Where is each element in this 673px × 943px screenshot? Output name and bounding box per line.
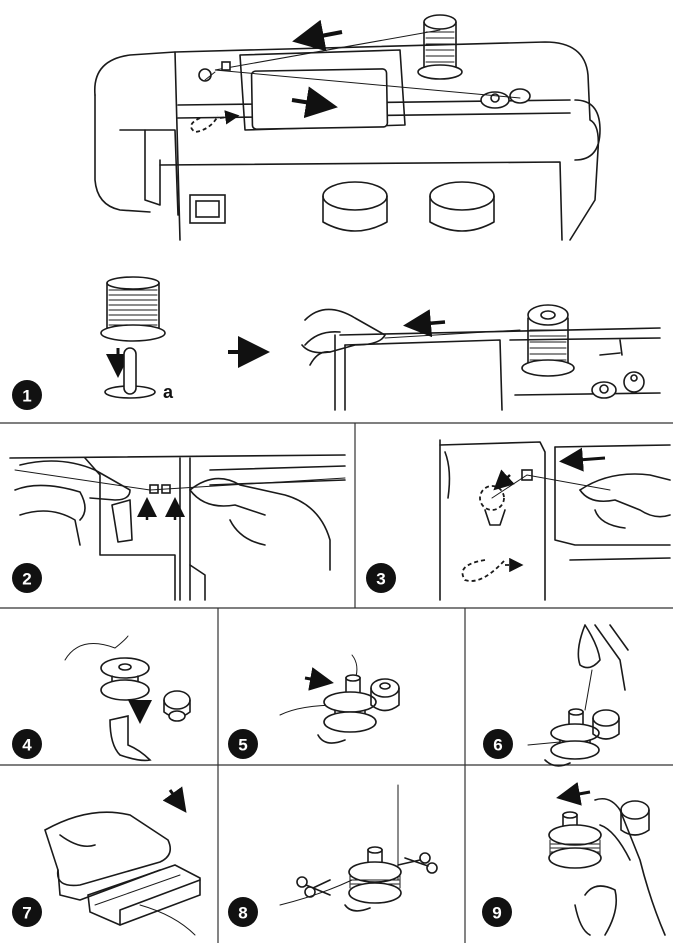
hand-icon bbox=[574, 797, 666, 936]
step-1-panel: a bbox=[100, 276, 661, 411]
foot-pedal-icon bbox=[87, 864, 201, 936]
step-badge: 5 bbox=[228, 729, 258, 759]
step-6-panel bbox=[527, 624, 629, 767]
svg-text:5: 5 bbox=[238, 736, 247, 755]
direction-arrow-icon bbox=[559, 447, 606, 472]
svg-text:1: 1 bbox=[22, 387, 31, 406]
bobbin-icon bbox=[317, 674, 377, 744]
direction-arrow-icon bbox=[493, 469, 515, 491]
svg-text:6: 6 bbox=[493, 736, 502, 755]
shoe bbox=[44, 811, 171, 901]
svg-text:8: 8 bbox=[238, 904, 247, 923]
step-3-panel bbox=[439, 439, 671, 601]
thread-spool-icon bbox=[417, 14, 463, 80]
bobbin-winder-icon bbox=[592, 709, 620, 740]
bobbin-icon bbox=[100, 657, 150, 701]
bobbin-icon bbox=[548, 811, 602, 869]
thread-tension-disc bbox=[479, 485, 506, 526]
direction-arrow-icon bbox=[556, 782, 591, 806]
hand-icon bbox=[301, 308, 386, 366]
step-badge: 2 bbox=[12, 563, 42, 593]
svg-text:2: 2 bbox=[22, 570, 31, 589]
bobbin-icon bbox=[544, 708, 600, 767]
bobbin-icon bbox=[344, 846, 402, 912]
spool-pin-label: a bbox=[163, 382, 174, 402]
step-badge: 7 bbox=[12, 897, 42, 927]
step-badge: 9 bbox=[482, 897, 512, 927]
dial-knob-left bbox=[322, 181, 388, 232]
hand-icon bbox=[579, 473, 671, 529]
thread-spool-icon bbox=[521, 304, 575, 377]
step-badge: 4 bbox=[12, 729, 42, 759]
bobbin-winder-icon bbox=[370, 678, 400, 712]
bobbin-winder-icon bbox=[620, 800, 650, 836]
hand-icon bbox=[189, 477, 331, 571]
svg-text:3: 3 bbox=[376, 570, 385, 589]
dial-knob-right bbox=[429, 181, 495, 232]
bobbin-winder-icon bbox=[591, 371, 645, 399]
svg-text:9: 9 bbox=[492, 904, 501, 923]
thread-spool-icon bbox=[100, 276, 166, 342]
step-7-panel bbox=[44, 786, 201, 936]
step-badge: 8 bbox=[228, 897, 258, 927]
spool-pin-icon bbox=[104, 347, 156, 399]
step-badge: 6 bbox=[483, 729, 513, 759]
scissors-icon bbox=[296, 876, 331, 898]
direction-arrow-icon bbox=[291, 86, 338, 119]
step-5-panel bbox=[279, 654, 400, 744]
direction-arrow-icon bbox=[292, 19, 343, 52]
svg-text:4: 4 bbox=[22, 736, 32, 755]
step-9-panel bbox=[548, 782, 666, 936]
bobbin-winder-icon bbox=[109, 690, 191, 762]
direction-arrow-icon bbox=[304, 667, 334, 691]
thread-guide bbox=[111, 484, 171, 543]
step-badge: 1 bbox=[12, 380, 42, 410]
step-8-panel bbox=[279, 784, 438, 912]
svg-text:7: 7 bbox=[22, 904, 31, 923]
hand-icon bbox=[577, 624, 629, 691]
direction-arrow-icon bbox=[403, 309, 446, 338]
hand-icon bbox=[14, 460, 131, 546]
step-2-panel bbox=[9, 454, 346, 601]
bobbin-winder-icon bbox=[480, 88, 531, 109]
step-badge: 3 bbox=[366, 563, 396, 593]
direction-arrow-icon bbox=[162, 786, 187, 813]
step-4-panel bbox=[64, 635, 191, 762]
machine-overview bbox=[94, 14, 601, 241]
scissors-icon bbox=[397, 852, 438, 874]
